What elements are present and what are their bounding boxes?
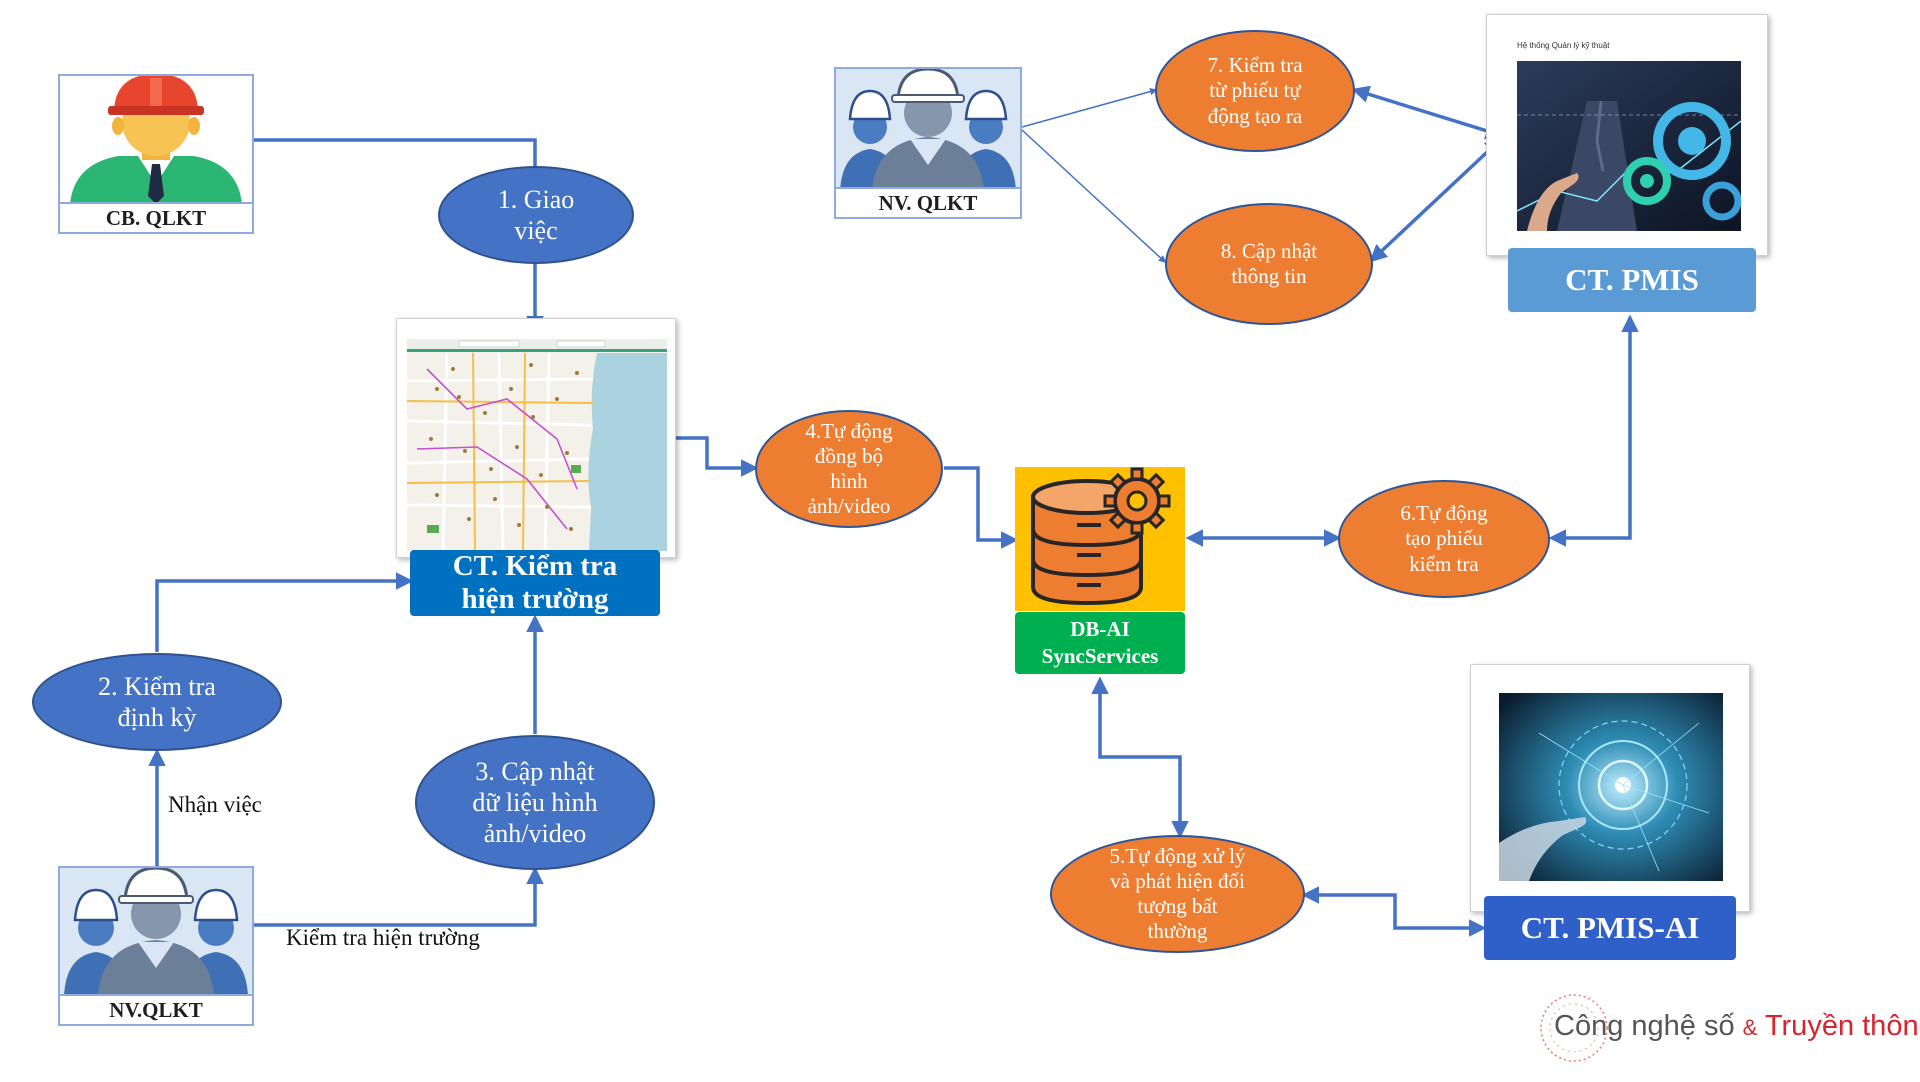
workers-group-icon xyxy=(60,868,252,996)
brand-part2: Truyền thông xyxy=(1764,1010,1920,1042)
pmis-screen-title: Hệ thống Quản lý kỹ thuật xyxy=(1517,41,1610,50)
field-check-banner: CT. Kiểm tra hiện trường xyxy=(410,550,660,616)
connector-ticket-pmis xyxy=(1548,314,1639,547)
brand-part1: Công nghệ số xyxy=(1554,1010,1735,1042)
actor-nv-qlkt-bottom: NV.QLKT xyxy=(58,866,254,1026)
actor-nv-qlkt-top: NV. QLKT xyxy=(834,67,1022,219)
actor-cb-qlkt-label: CB. QLKT xyxy=(60,202,252,232)
connector-db-ai xyxy=(1091,676,1189,839)
connector-sync-in xyxy=(662,436,759,477)
step-1-assign: 1. Giao việc xyxy=(438,166,634,264)
ai-illustration xyxy=(1499,693,1723,881)
brand-logo-icon xyxy=(1540,994,1608,1062)
label-receive-job: Nhận việc xyxy=(168,792,262,817)
step-5-auto-detect: 5.Tự động xử lý và phát hiện đối tượng b… xyxy=(1050,835,1305,953)
step-3-update-media: 3. Cập nhật dữ liệu hình ảnh/video xyxy=(415,735,655,870)
db-ai-label: DB-AI SyncServices xyxy=(1015,612,1185,674)
pmis-ai-screenshot xyxy=(1470,664,1750,912)
connector-ai-detect xyxy=(1301,886,1487,937)
pmis-ai-banner: CT. PMIS-AI xyxy=(1484,896,1736,960)
field-check-screenshot xyxy=(396,318,676,558)
connector-periodic xyxy=(155,572,414,652)
label-field-inspection: Kiểm tra hiện trường xyxy=(286,925,480,950)
map-thumbnail xyxy=(407,329,667,551)
step-8-update-info: 8. Cập nhật thông tin xyxy=(1165,203,1373,325)
db-ai-node xyxy=(1015,467,1185,611)
connector-sync-db xyxy=(944,466,1019,549)
step-2-periodic-check: 2. Kiểm tra định kỳ xyxy=(32,653,282,751)
brand-amp: & xyxy=(1742,1015,1758,1040)
connector-staff-update xyxy=(1021,129,1167,264)
pmis-screenshot: Hệ thống Quản lý kỹ thuật xyxy=(1486,14,1768,256)
actor-cb-qlkt: CB. QLKT xyxy=(58,74,254,234)
brand-watermark: Công nghệ số & Truyền thông xyxy=(1536,988,1920,1068)
gears-illustration xyxy=(1517,61,1741,231)
step-7-check-ticket: 7. Kiểm tra từ phiếu tự động tạo ra xyxy=(1155,30,1355,152)
step-4-auto-sync: 4.Tự động đồng bộ hình ảnh/video xyxy=(755,410,943,528)
step-6-auto-ticket: 6.Tự động tạo phiếu kiểm tra xyxy=(1338,480,1550,598)
engineer-icon xyxy=(60,76,252,204)
workers-group-icon xyxy=(836,69,1020,191)
connector-assign xyxy=(254,138,544,334)
actor-nv-qlkt-bottom-label: NV.QLKT xyxy=(60,994,252,1024)
database-gear-icon xyxy=(1031,467,1171,606)
pmis-banner: CT. PMIS xyxy=(1508,248,1756,312)
connector-update-pmis xyxy=(1369,137,1503,263)
connector-staff-check xyxy=(1021,87,1158,128)
connector-field-inspection xyxy=(254,866,544,927)
actor-nv-qlkt-top-label: NV. QLKT xyxy=(836,187,1020,217)
connector-check-pmis xyxy=(1351,85,1504,140)
